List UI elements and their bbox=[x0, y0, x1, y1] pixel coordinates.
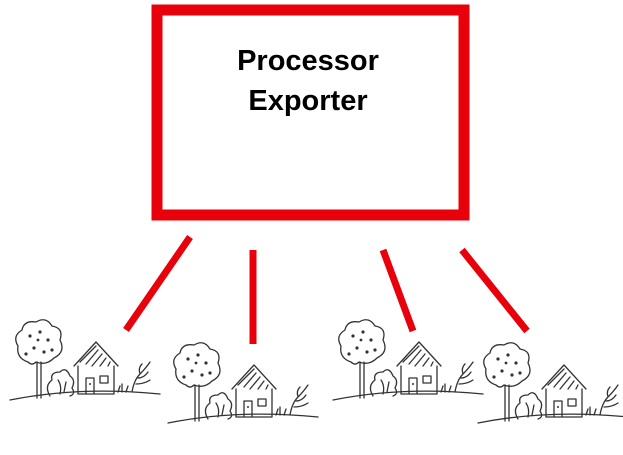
connectors bbox=[123, 235, 530, 344]
connector-line bbox=[379, 248, 417, 333]
connector-line bbox=[459, 247, 530, 334]
box-label-line1: Processor bbox=[237, 45, 379, 77]
connector-line bbox=[123, 235, 193, 332]
village-sketch-icon bbox=[9, 319, 161, 401]
village-sketch-icon bbox=[167, 342, 319, 424]
box-label-line2: Exporter bbox=[248, 85, 367, 117]
village-sketch-icon bbox=[477, 342, 623, 424]
processor-exporter-box: Processor Exporter bbox=[151, 4, 470, 221]
village-sketch-icon bbox=[332, 319, 484, 401]
processor-box-frame bbox=[151, 4, 470, 221]
